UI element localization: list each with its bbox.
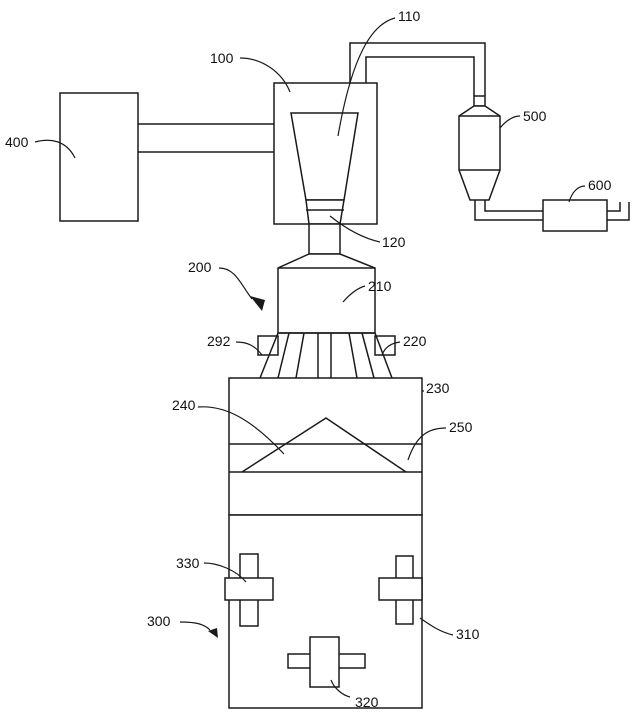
pipe-100-500 <box>349 42 486 96</box>
label-120: 120 <box>382 234 406 250</box>
fitting-320 <box>287 636 366 688</box>
duct-400-100 <box>138 123 274 153</box>
label-500: 500 <box>523 108 547 124</box>
label-100: 100 <box>210 50 234 66</box>
pile-240 <box>241 417 407 473</box>
label-300: 300 <box>147 613 171 629</box>
branch-pipes-220 <box>259 332 393 379</box>
side-tab-292 <box>257 335 279 356</box>
label-230: 230 <box>426 380 450 396</box>
fitting-330 <box>224 553 274 627</box>
label-400: 400 <box>5 134 29 150</box>
outlet-600 <box>607 202 630 221</box>
label-250: 250 <box>449 419 473 435</box>
arrow-200 <box>250 296 265 311</box>
leader-lines <box>34 17 586 698</box>
arrow-300 <box>208 628 218 638</box>
label-292: 292 <box>207 333 231 349</box>
label-240: 240 <box>172 397 196 413</box>
label-330: 330 <box>176 555 200 571</box>
pipe-500-600 <box>474 200 543 221</box>
side-tab-220 <box>374 335 396 356</box>
chamber-230 <box>228 377 423 516</box>
label-600: 600 <box>588 177 612 193</box>
label-210: 210 <box>368 278 392 294</box>
label-310: 310 <box>456 626 480 642</box>
cyclone-500 <box>458 95 501 201</box>
neck-120 <box>305 199 345 225</box>
unit-600 <box>542 199 608 232</box>
label-320: 320 <box>355 694 379 710</box>
fitting-right <box>378 555 423 625</box>
hood-210 <box>277 253 376 334</box>
label-220: 220 <box>403 333 427 349</box>
label-110: 110 <box>398 8 421 24</box>
connector-tube <box>308 223 341 255</box>
label-200: 200 <box>188 259 212 275</box>
unit-400 <box>59 92 139 222</box>
